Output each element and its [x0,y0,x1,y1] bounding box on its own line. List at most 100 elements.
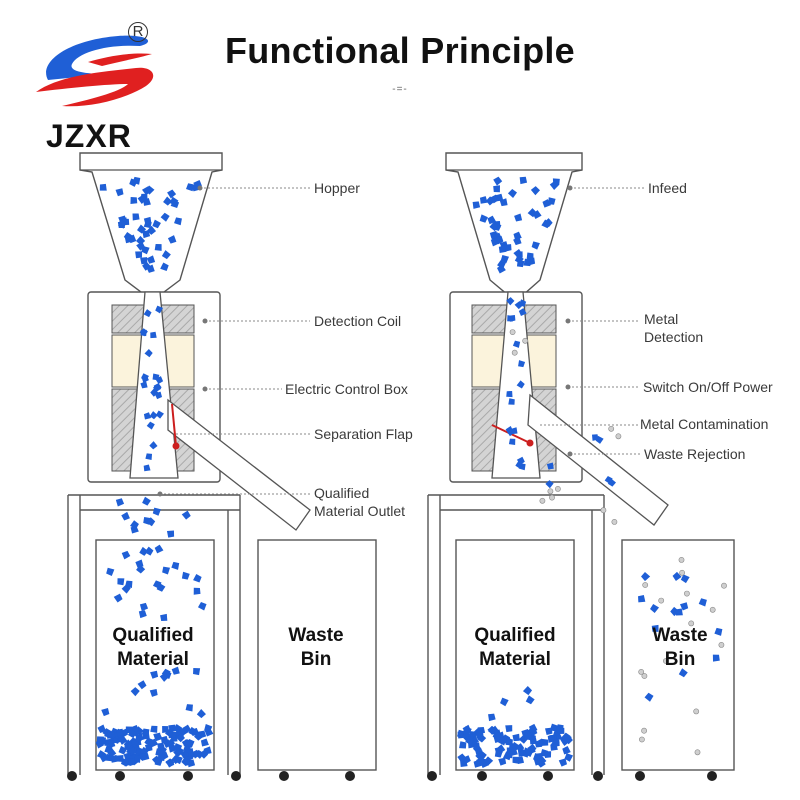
material-chip [507,188,518,199]
material-chip [535,738,545,748]
right-bin-waste-2: Bin [665,649,696,670]
material-chip [505,426,514,434]
material-chip [142,496,151,506]
material-chip [118,735,128,745]
label-metal-contamination: Metal Contamination [640,416,768,432]
material-chip [595,435,604,444]
material-chip [155,305,164,314]
material-chip [110,754,119,763]
metal-particle [615,433,622,440]
material-chip [513,249,523,259]
material-chip [138,610,147,619]
material-chip [194,731,204,741]
material-chip [679,602,689,611]
material-chip [174,217,182,226]
material-chip [128,728,137,738]
material-chip [185,738,195,748]
material-chip [160,262,169,271]
brand-logo [28,22,168,162]
label-switch-power: Switch On/Off Power [643,379,773,395]
metal-particle [547,488,554,495]
material-chip [465,735,475,745]
material-chip [512,756,520,764]
material-chip [698,598,707,607]
material-chip [457,753,467,763]
material-chip [678,668,688,678]
material-chip [155,748,164,757]
material-chip [121,550,131,560]
material-chip [146,255,156,264]
material-chip [149,688,158,697]
material-chip [152,580,162,589]
material-chip [143,412,152,420]
material-chip [675,608,683,616]
material-chip [204,723,213,733]
material-chip [135,559,144,568]
material-chip [152,219,161,229]
label-separation-flap: Separation Flap [314,426,413,442]
material-chip [193,587,201,595]
material-chip [498,757,507,766]
material-chip [143,309,152,318]
material-chip [494,235,504,245]
material-chip [130,196,138,204]
metal-particle [693,708,700,715]
material-chip [174,755,183,765]
material-chip [137,680,147,690]
right-bin-waste-1: Waste [652,625,707,646]
material-chip [670,606,680,617]
material-chip [150,388,159,397]
material-chip [115,188,124,197]
material-chip [525,695,535,705]
material-chip [545,480,554,489]
material-chip [500,254,509,264]
material-chip [528,727,538,737]
metal-particle [718,642,725,648]
material-chip [154,391,163,400]
metal-particle [539,497,546,504]
material-chip [188,726,198,736]
material-chip [150,331,157,339]
material-chip [555,724,564,733]
left-bin-waste-2: Bin [301,649,332,670]
material-chip [512,340,521,348]
material-chip [149,441,158,450]
material-chip [479,214,488,223]
material-chip [519,176,528,185]
material-chip [141,373,149,382]
material-chip [150,725,158,733]
material-chip [144,349,153,358]
metal-particle [694,749,701,756]
material-chip [508,438,516,446]
material-chip [516,380,525,389]
material-chip [117,578,125,586]
material-chip [527,743,537,753]
material-chip [515,743,525,753]
material-chip [154,732,163,742]
label-metal-detection-1: Metal [644,311,678,327]
material-chip [137,194,147,205]
metal-particle [721,582,727,589]
material-chip [495,193,504,202]
material-chip [529,737,538,745]
material-chip [167,189,177,199]
material-chip [512,733,520,742]
material-chip [170,199,180,209]
material-chip [463,726,472,735]
material-chip [167,235,177,244]
logo-text: JZXR [46,118,132,154]
right-machine [427,152,735,781]
label-metal-detection-2: Detection [644,329,703,345]
material-chip [498,245,507,253]
material-chip [101,708,110,717]
material-chip [531,241,540,250]
material-chip [99,183,107,191]
material-chip [472,201,481,209]
material-chip [650,603,660,613]
material-chip [504,244,512,252]
material-chip [525,748,534,757]
material-chip [132,213,140,221]
material-chip [506,297,515,306]
material-chip [459,741,467,749]
